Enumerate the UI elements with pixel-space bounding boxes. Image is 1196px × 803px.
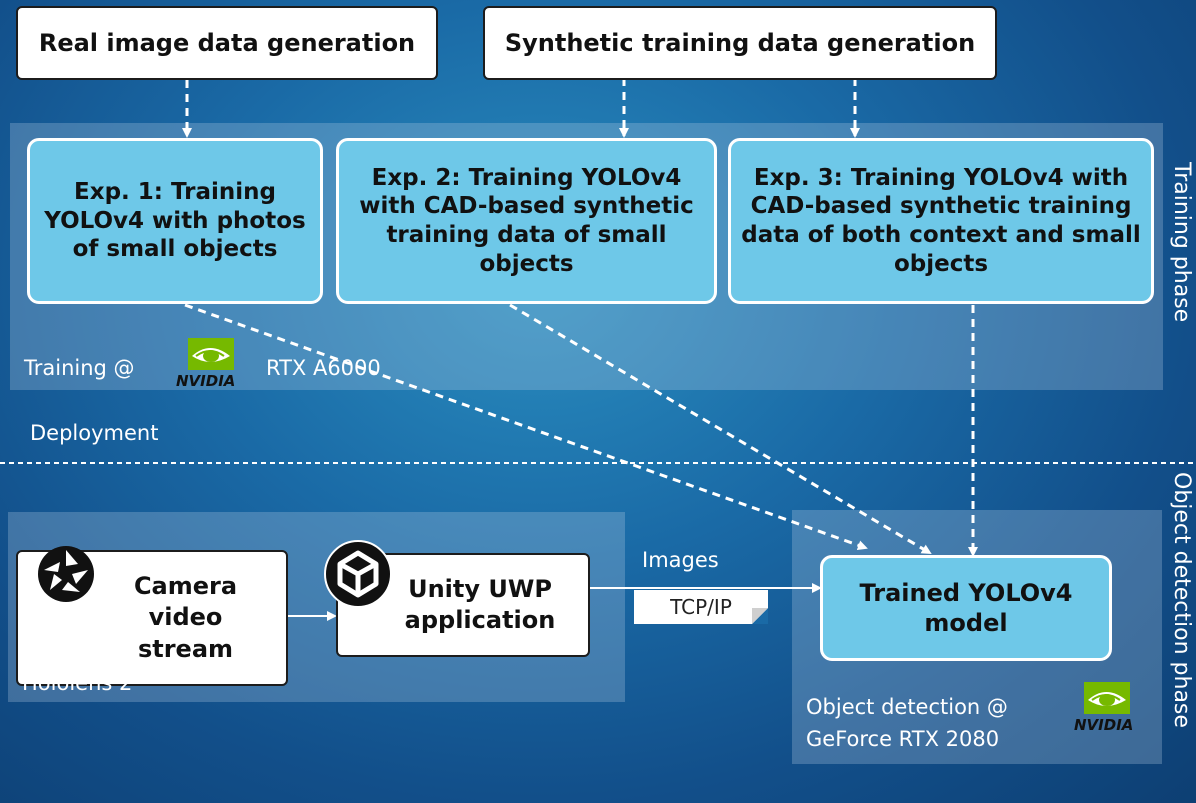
camera-shutter-icon [36, 544, 96, 604]
hololens-label: Hololens 2 [22, 671, 133, 695]
real-data-generation-box: Real image data generation [16, 6, 438, 80]
exp2-box: Exp. 2: Training YOLOv4 with CAD-based s… [336, 138, 717, 304]
geforce-gpu-label: GeForce RTX 2080 [806, 727, 1000, 751]
nvidia-eye-icon [1084, 682, 1130, 714]
synthetic-data-generation-box: Synthetic training data generation [483, 6, 997, 80]
tcp-ip-label: TCP/IP [670, 595, 732, 619]
arrow-exp1-to-model [184, 303, 868, 551]
arrow-exp2-to-model [509, 303, 932, 555]
images-label: Images [642, 548, 719, 572]
camera-video-stream-box: Camera video stream [16, 550, 288, 686]
nvidia-eye-icon [188, 338, 234, 370]
deployment-label: Deployment [30, 421, 159, 445]
tcp-ip-note-fold-icon [752, 608, 768, 624]
training-gpu-label: RTX A6000 [266, 356, 381, 380]
object-detection-label: Object detection @ [806, 695, 1008, 719]
nvidia-logo-detection: NVIDIA [1070, 680, 1148, 734]
trained-yolov4-model-box: Trained YOLOv4 model [820, 555, 1112, 661]
nvidia-wordmark: NVIDIA [176, 372, 236, 390]
unity-logo-icon [323, 539, 393, 609]
training-label: Training @ [24, 356, 135, 380]
training-phase-label: Training phase [1169, 162, 1194, 323]
tcp-ip-note: TCP/IP [634, 590, 768, 624]
camera-label: Camera video stream [133, 572, 238, 663]
exp3-box: Exp. 3: Training YOLOv4 with CAD-based s… [728, 138, 1154, 304]
nvidia-wordmark: NVIDIA [1074, 716, 1134, 734]
exp1-box: Exp. 1: Training YOLOv4 with photos of s… [27, 138, 323, 304]
unity-label: Unity UWP application [404, 574, 556, 634]
object-detection-phase-label: Object detection phase [1169, 472, 1194, 728]
nvidia-logo-training: NVIDIA [174, 336, 250, 390]
